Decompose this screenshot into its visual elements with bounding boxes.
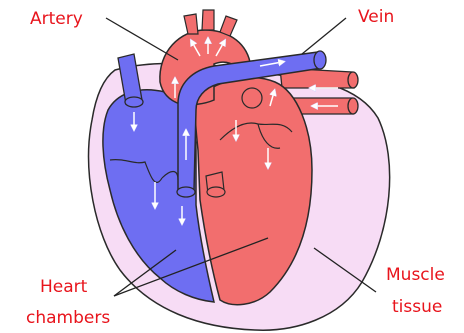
artery-leader-line	[106, 18, 178, 60]
muscle-tissue-label-line1: Muscle	[386, 265, 445, 285]
muscle-tissue-label-line2: tissue	[392, 297, 442, 317]
heart-chambers-label-line2: chambers	[26, 308, 110, 328]
vein-label: Vein	[358, 7, 394, 27]
vein-leader-line	[302, 18, 346, 54]
atrium-opening	[242, 88, 262, 108]
heart-chambers-label-line1: Heart	[40, 277, 88, 297]
inner-red-vessel	[206, 172, 225, 197]
artery-label: Artery	[30, 9, 83, 29]
